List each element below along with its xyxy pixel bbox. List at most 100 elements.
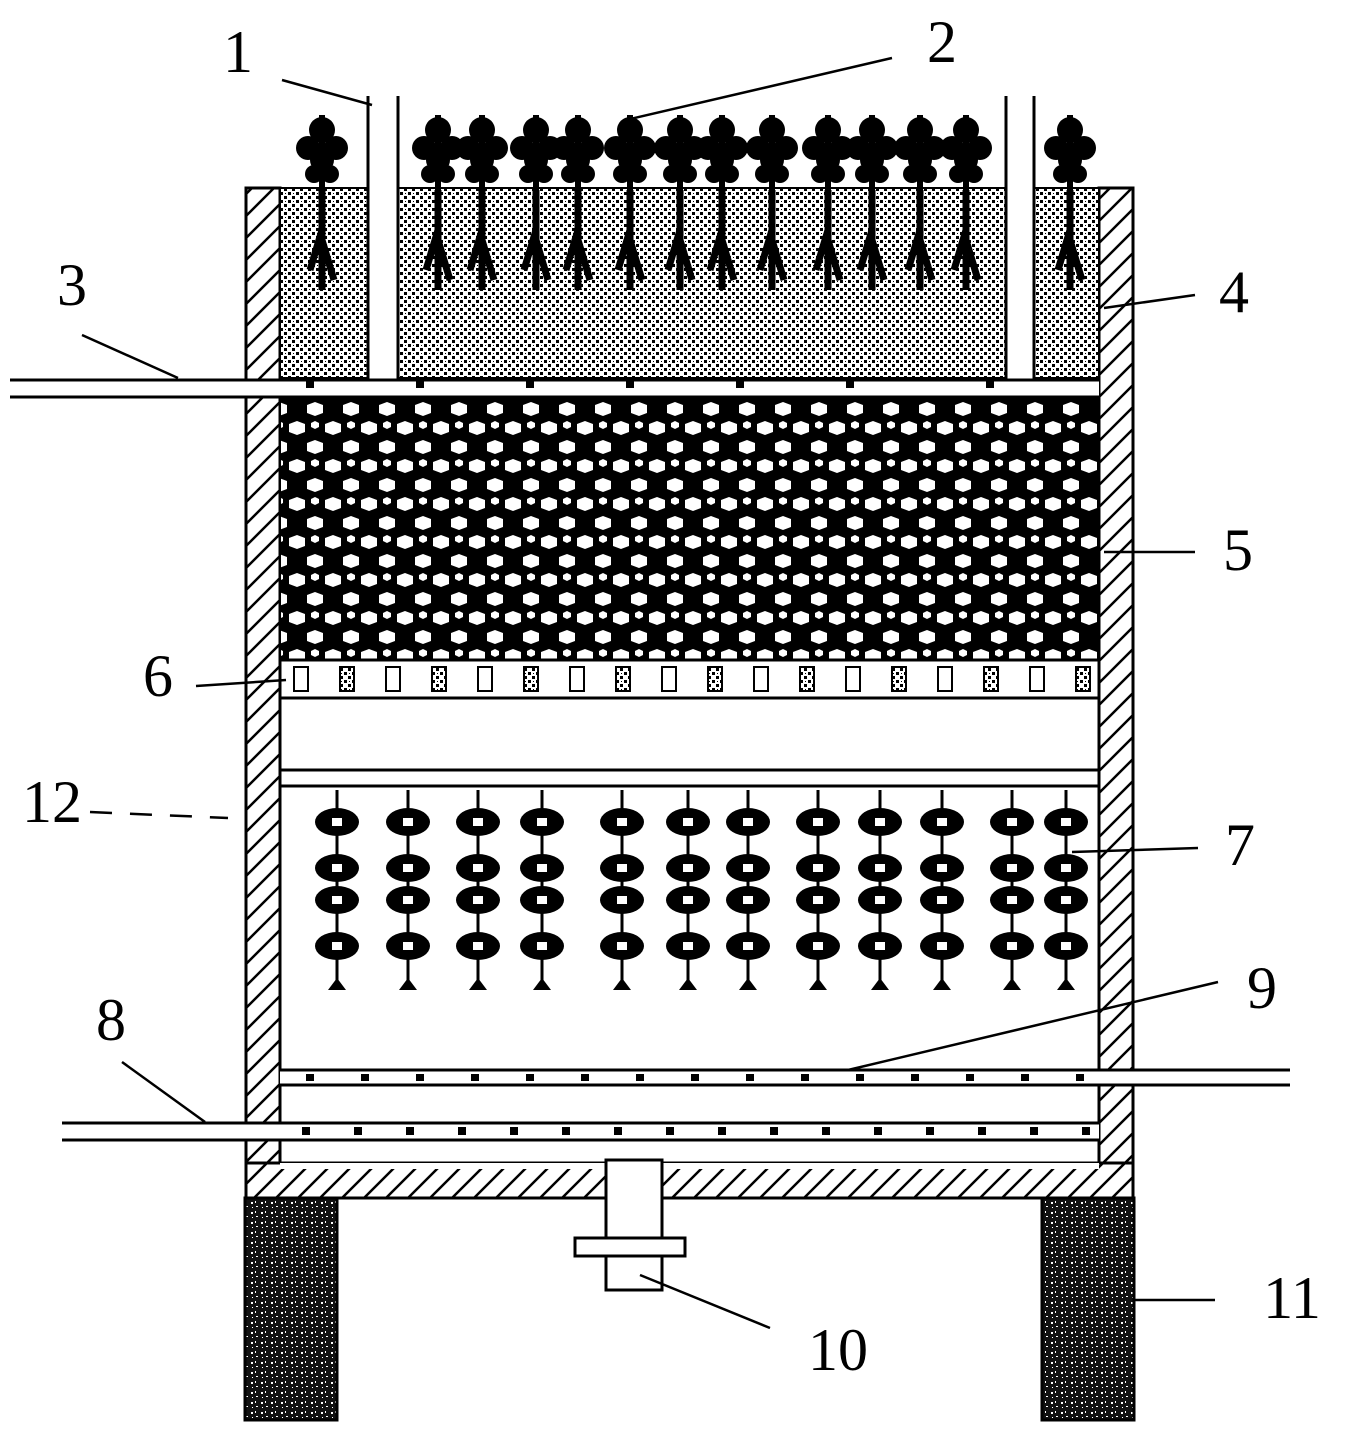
filler-core <box>1061 864 1071 872</box>
filler-core <box>617 864 627 872</box>
plate-hole <box>1075 666 1091 692</box>
vent-pipe-bg <box>1006 96 1034 396</box>
leader-line-l7 <box>1071 846 1199 854</box>
divider-plate <box>278 768 1101 788</box>
plant-stem <box>479 115 485 190</box>
outlet-hole <box>770 1127 778 1135</box>
outlet-hole <box>458 1127 466 1135</box>
plate-hole <box>569 666 585 692</box>
filler-weight <box>613 978 631 990</box>
filler-core <box>683 896 693 904</box>
label-10: 10 <box>808 1317 868 1383</box>
label-7: 7 <box>1225 812 1255 878</box>
filler-core <box>875 818 885 826</box>
vent-pipe-bg <box>368 96 398 396</box>
plant-stem <box>319 115 325 190</box>
plant <box>696 115 748 190</box>
plant-stem <box>719 115 725 190</box>
gravel-layer <box>279 396 1100 661</box>
label-11: 11 <box>1263 1265 1321 1331</box>
inlet-pipe-hole <box>626 380 634 388</box>
plant <box>456 115 508 190</box>
plant <box>802 115 854 190</box>
aeration-hole <box>746 1074 754 1081</box>
filler-core <box>813 942 823 950</box>
plate-hole <box>477 666 493 692</box>
filler-core <box>537 864 547 872</box>
plant-leaf <box>771 165 789 183</box>
label-1: 1 <box>223 19 253 85</box>
filler-core <box>683 818 693 826</box>
plant-root <box>422 190 454 290</box>
filler-core <box>403 942 413 950</box>
filler-core <box>403 896 413 904</box>
filler-core <box>743 896 753 904</box>
filler-core <box>332 818 342 826</box>
plant-leaf <box>663 165 681 183</box>
plate-hole <box>1029 666 1045 692</box>
label-9: 9 <box>1247 955 1277 1021</box>
plant <box>894 115 946 190</box>
filler-weight <box>739 978 757 990</box>
support-leg-right <box>1040 1196 1136 1422</box>
plant-root <box>614 190 646 290</box>
plant <box>1044 115 1096 190</box>
plant <box>510 115 562 190</box>
suspended-filler <box>666 790 710 990</box>
plant-stem <box>627 115 633 190</box>
plant-leaf <box>1053 165 1071 183</box>
filler-core <box>937 818 947 826</box>
suspended-filler <box>726 790 770 990</box>
label-8: 8 <box>96 987 126 1053</box>
filler-weight <box>328 978 346 990</box>
inlet-pipe-hole <box>306 380 314 388</box>
aeration-hole <box>856 1074 864 1081</box>
filler-core <box>875 896 885 904</box>
plant <box>746 115 798 190</box>
plant-stem <box>575 115 581 190</box>
filler-weight <box>809 978 827 990</box>
filler-core <box>1007 896 1017 904</box>
aeration-pipe-fill <box>280 1070 1290 1085</box>
plate-hole <box>707 666 723 692</box>
filler-weight <box>933 978 951 990</box>
filler-core <box>617 942 627 950</box>
inlet-pipe-hole <box>416 380 424 388</box>
filler-core <box>332 896 342 904</box>
plate-hole <box>799 666 815 692</box>
plant-stem <box>769 115 775 190</box>
plate-hole <box>891 666 907 692</box>
filler-core <box>813 896 823 904</box>
plate-hole <box>845 666 861 692</box>
leader-line-l3 <box>81 333 179 380</box>
suspended-filler <box>1044 790 1088 990</box>
plant <box>296 115 348 190</box>
plant-stem <box>1067 115 1073 190</box>
leader-line-l2 <box>625 56 893 122</box>
filler-core <box>683 942 693 950</box>
filler-core <box>473 896 483 904</box>
plant-leaf <box>437 165 455 183</box>
filler-core <box>875 864 885 872</box>
leader-line-l1 <box>281 78 373 107</box>
plant-leaf <box>465 165 483 183</box>
filler-core <box>743 864 753 872</box>
plant-leaf <box>705 165 723 183</box>
plant-stem <box>917 115 923 190</box>
filler-core <box>1007 818 1017 826</box>
filler-core <box>473 942 483 950</box>
filler-weight <box>399 978 417 990</box>
filler-core <box>617 896 627 904</box>
perforated-plate <box>278 658 1101 700</box>
aeration-hole <box>306 1074 314 1081</box>
aeration-hole <box>361 1074 369 1081</box>
aeration-hole <box>526 1074 534 1081</box>
suspended-filler <box>520 790 564 990</box>
filler-core <box>937 864 947 872</box>
plant-leaf <box>827 165 845 183</box>
plant-leaf <box>421 165 439 183</box>
plant-leaf <box>481 165 499 183</box>
aeration-hole <box>1021 1074 1029 1081</box>
left-wall <box>244 186 282 1200</box>
